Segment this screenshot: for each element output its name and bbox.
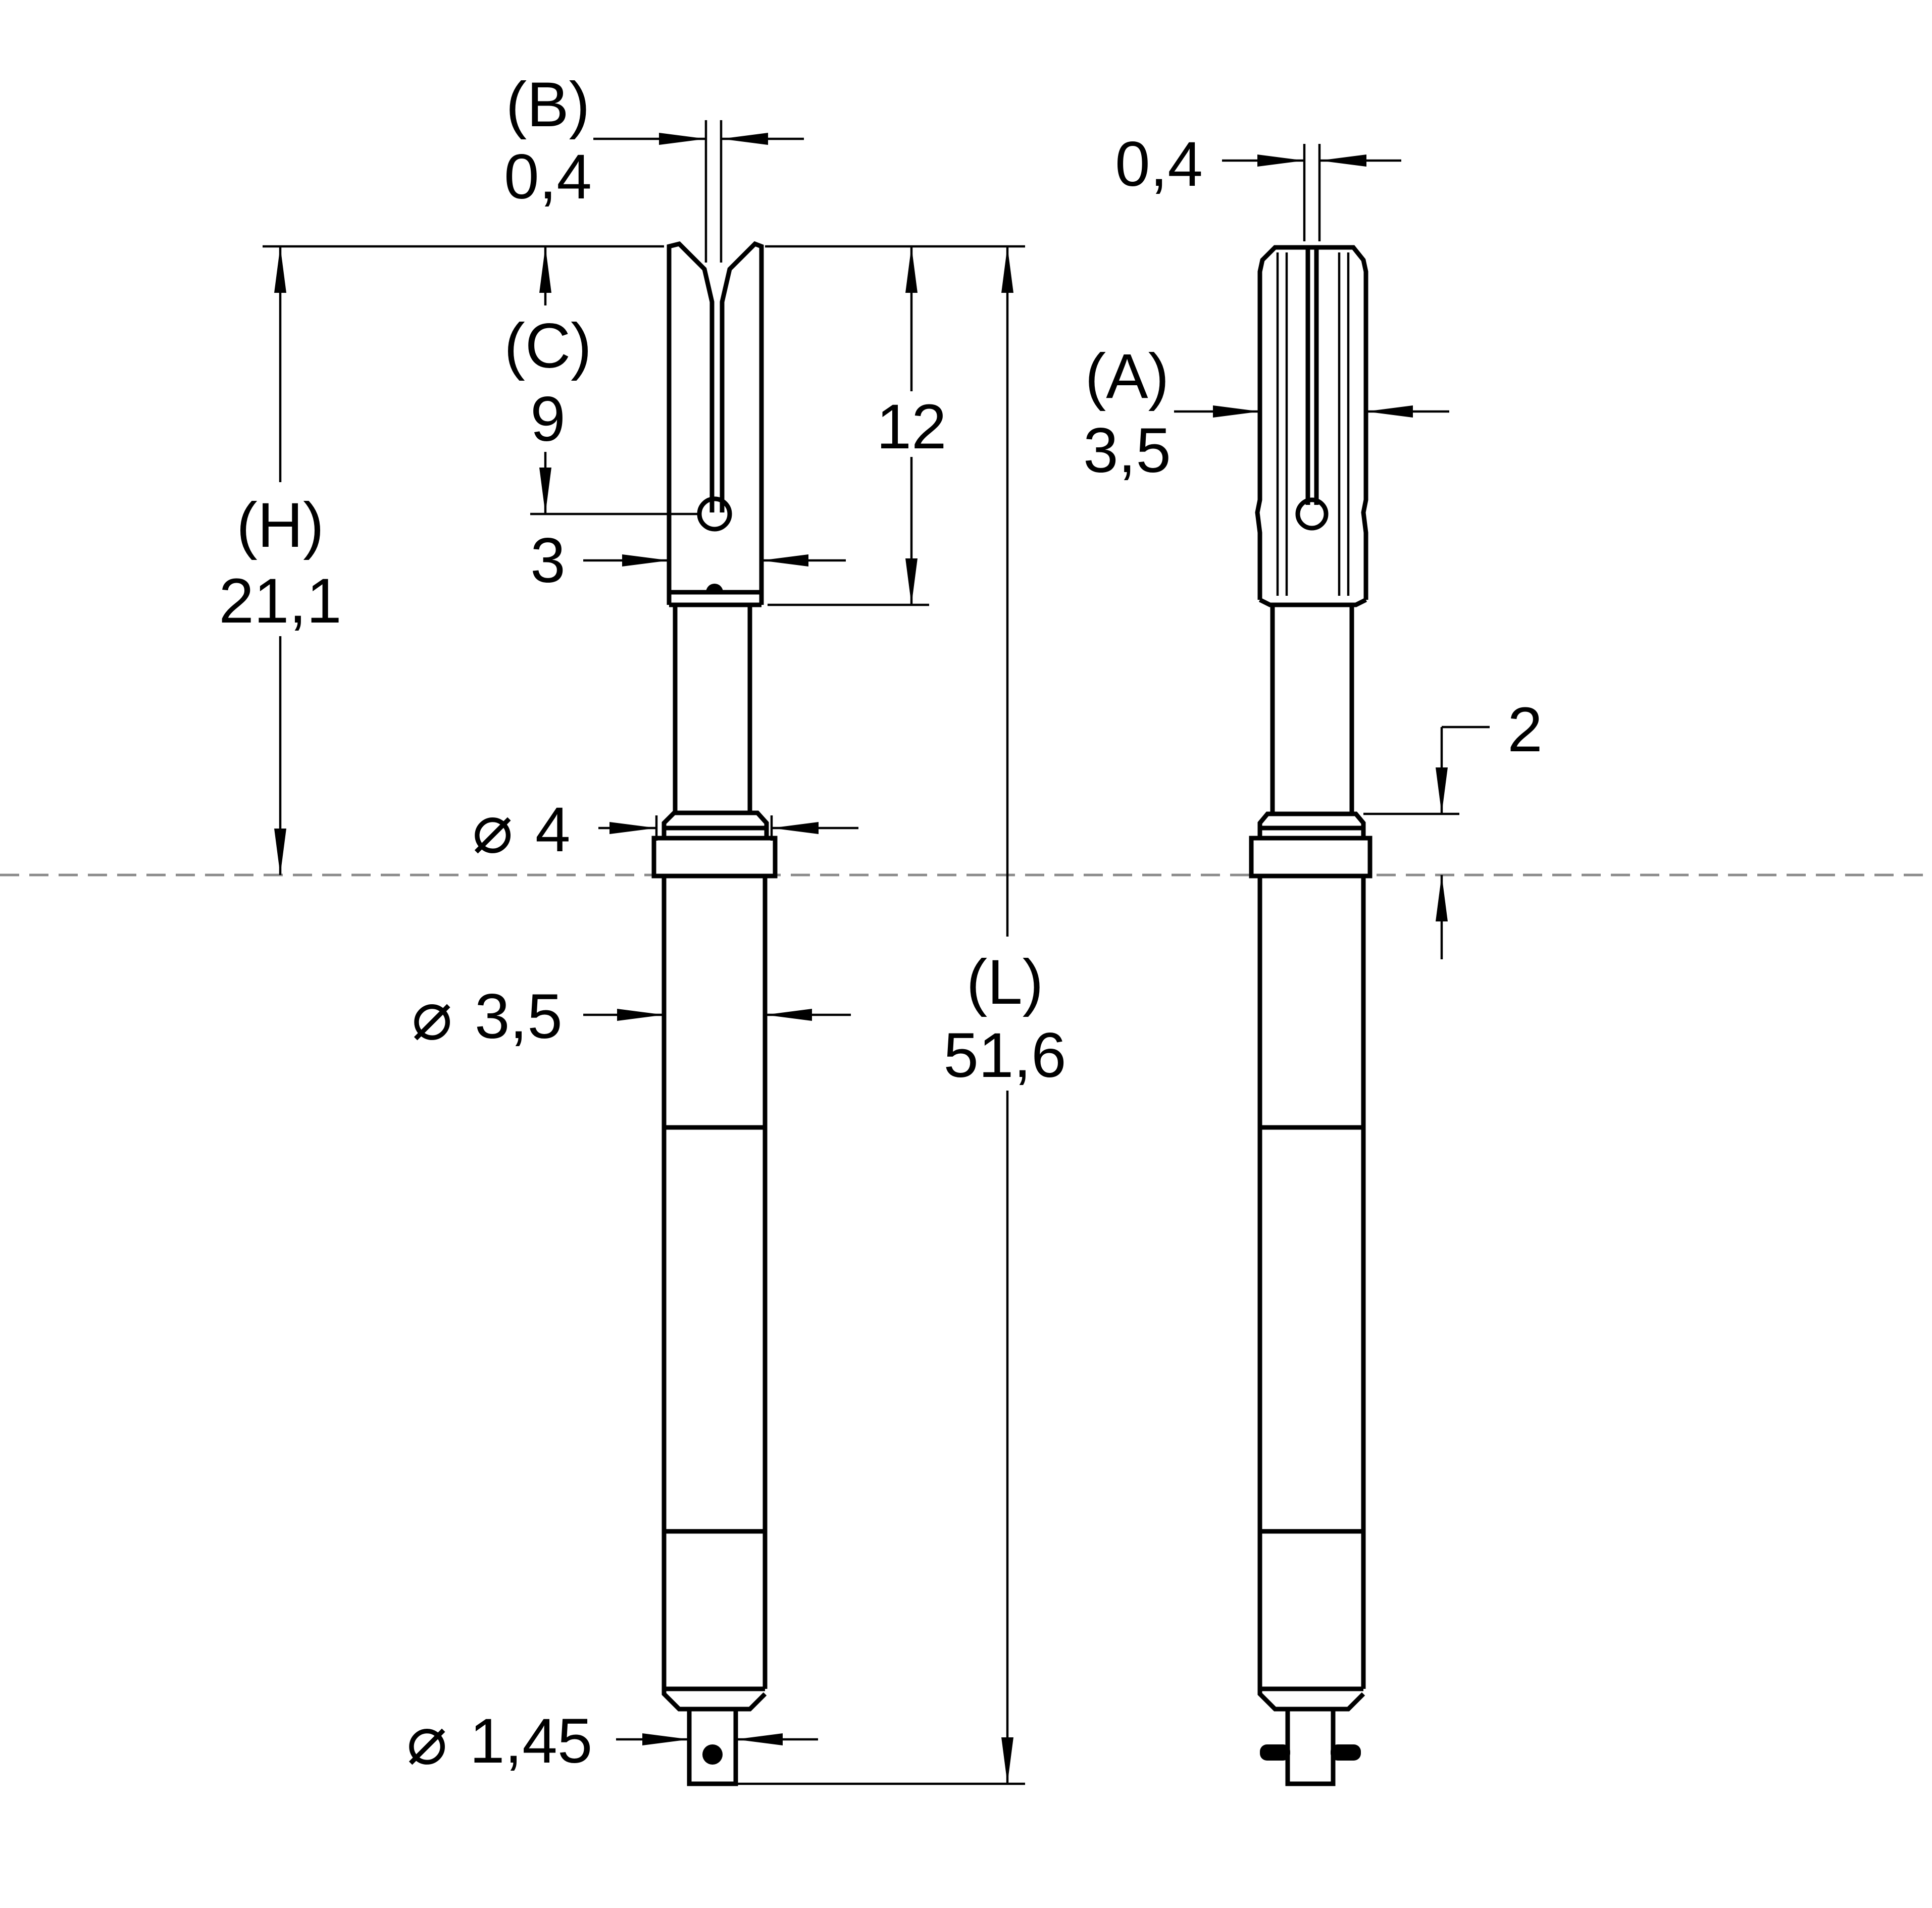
label-L-value: 51,6 <box>943 1020 1066 1091</box>
dimension-lines <box>263 120 1490 1785</box>
diameter-symbol-3-5: ⌀ <box>412 976 452 1055</box>
label-B-value: 0,4 <box>504 142 592 212</box>
label-L-code: (L) <box>967 947 1044 1017</box>
diameter-symbol-1-45: ⌀ <box>406 1700 447 1780</box>
label-dia-4: 4 <box>535 795 571 865</box>
label-offset-2: 2 <box>1507 695 1543 765</box>
label-side-slot: 0,4 <box>1115 129 1203 199</box>
label-dia-3-5: 3,5 <box>475 982 563 1052</box>
label-C-code: (C) <box>504 311 592 381</box>
label-dia-1-45: 1,45 <box>470 1706 592 1776</box>
label-B-code: (B) <box>506 70 590 140</box>
label-H-value: 21,1 <box>219 566 341 636</box>
front-view <box>651 241 778 1786</box>
label-length-12: 12 <box>876 392 946 462</box>
label-A-value: 3,5 <box>1083 416 1171 486</box>
diameter-symbol-4: ⌀ <box>472 789 513 868</box>
label-H-code: (H) <box>236 490 324 560</box>
label-width-3: 3 <box>530 526 566 596</box>
label-C-value: 9 <box>530 384 566 454</box>
side-view <box>1249 245 1372 1786</box>
label-A-code: (A) <box>1085 341 1170 411</box>
